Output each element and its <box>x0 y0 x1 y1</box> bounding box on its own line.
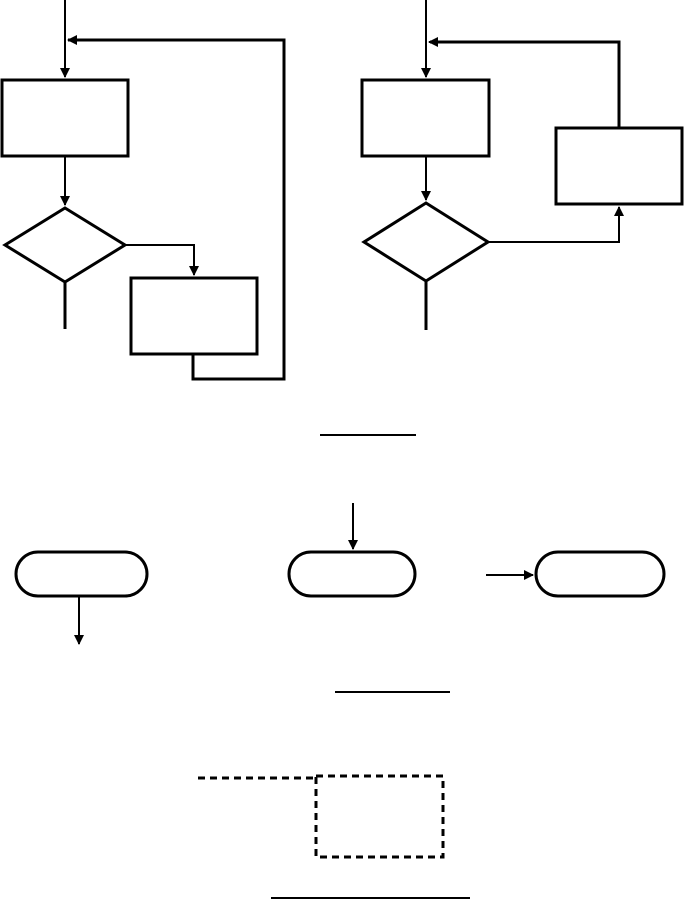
left-loop-back-line <box>68 38 286 381</box>
right-loop-flowchart <box>360 0 684 330</box>
left-decision-diamond <box>2 206 128 284</box>
right-decision-to-body-arrow <box>488 206 624 243</box>
right-loop-back-line <box>430 40 621 128</box>
terminator-start <box>14 550 149 598</box>
dashed-element <box>198 774 445 859</box>
right-process-box-top <box>360 78 491 158</box>
left-loop-flowchart <box>0 0 286 381</box>
terminator-end <box>287 550 417 598</box>
left-decision-to-body-arrow <box>125 244 199 276</box>
dashed-box <box>314 774 445 859</box>
terminator-side <box>534 550 666 598</box>
right-process-box-side <box>554 126 684 206</box>
left-process-box-top <box>0 78 130 158</box>
left-process-box-bottom <box>129 276 259 356</box>
terminator-row <box>14 503 666 645</box>
right-decision-diamond <box>361 201 491 283</box>
